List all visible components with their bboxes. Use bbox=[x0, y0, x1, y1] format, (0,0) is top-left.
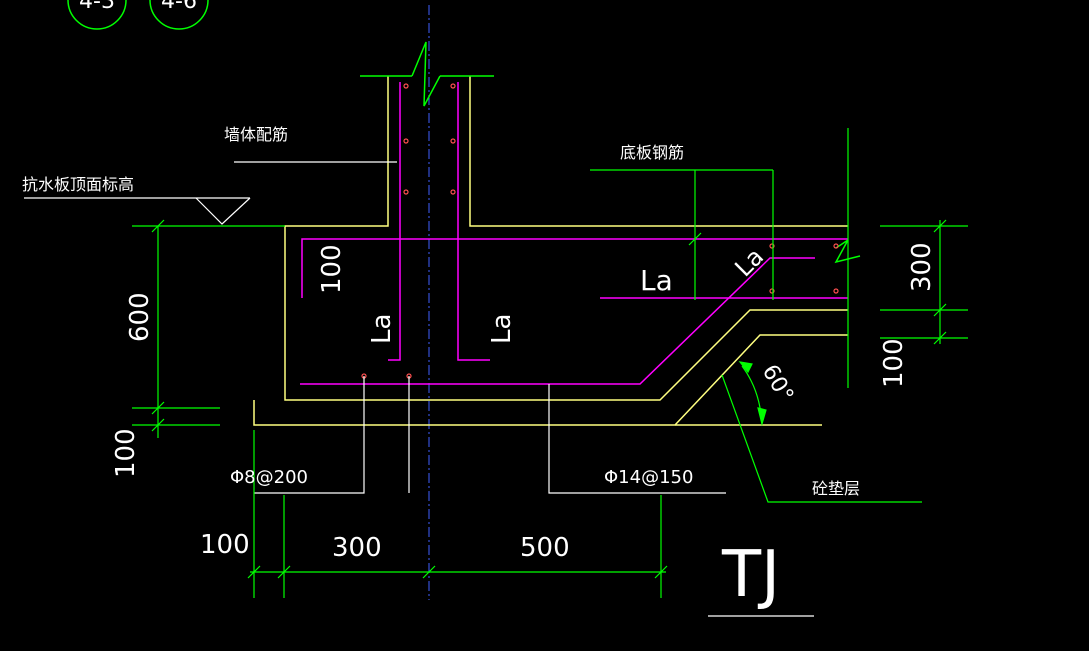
dim-inner-100: 100 bbox=[317, 244, 347, 294]
right-rebar-leader bbox=[548, 384, 726, 494]
labels: 墙体配筋 抗水板顶面标高 底板钢筋 La La La La Φ8@200 Φ14… bbox=[22, 125, 937, 612]
la-label-wall-right: La bbox=[487, 314, 517, 344]
slab-top-rebar bbox=[301, 238, 848, 298]
left-rebar-leader bbox=[254, 376, 365, 494]
slab-outline-lower bbox=[284, 76, 848, 401]
cushion-label: 砼垫层 bbox=[812, 479, 860, 498]
rebars bbox=[300, 82, 848, 385]
grid-bubble-right bbox=[149, 0, 209, 30]
slab-outline-top bbox=[469, 76, 848, 227]
cushion-leader bbox=[721, 374, 922, 503]
dim-right-300: 300 bbox=[907, 242, 937, 292]
rebar-spec-left: Φ8@200 bbox=[230, 467, 308, 488]
grid-bubble-left bbox=[67, 0, 127, 30]
drawing-title: TJ bbox=[721, 538, 780, 612]
elevation-triangle bbox=[195, 197, 251, 225]
rebar-spec-right: Φ14@150 bbox=[604, 467, 693, 488]
dimension-lines bbox=[132, 128, 968, 598]
la-label-slab: La bbox=[640, 264, 673, 297]
slab-bottom-rebar bbox=[300, 257, 815, 385]
la-label-diagonal: La bbox=[729, 243, 769, 283]
break-symbol bbox=[411, 41, 441, 107]
wall-break bbox=[360, 41, 861, 264]
wall-rebar-label: 墙体配筋 bbox=[224, 125, 288, 144]
slab-top-elevation-label: 抗水板顶面标高 bbox=[22, 175, 134, 194]
concrete-outline bbox=[253, 76, 848, 426]
angle-label: 60° bbox=[757, 361, 798, 407]
rebar-dots bbox=[361, 83, 839, 379]
bottom-rebar-label: 底板钢筋 bbox=[620, 143, 684, 162]
dim-bottom-500: 500 bbox=[520, 533, 570, 563]
dim-right-100: 100 bbox=[879, 338, 909, 388]
grid-label-left: 4-3 bbox=[79, 0, 115, 14]
dim-bottom-100: 100 bbox=[200, 530, 250, 560]
dim-bottom-300: 300 bbox=[332, 533, 382, 563]
leaders-white bbox=[24, 161, 814, 617]
grid-label-right: 4-6 bbox=[161, 0, 197, 14]
wall-rebar-right bbox=[457, 82, 490, 361]
dim-left-100: 100 bbox=[111, 428, 141, 478]
la-label-wall-left: La bbox=[367, 314, 397, 344]
grid-bubbles: 4-3 4-6 bbox=[67, 0, 209, 30]
wall-rebar-left bbox=[388, 82, 401, 361]
dim-left-600: 600 bbox=[125, 292, 155, 342]
